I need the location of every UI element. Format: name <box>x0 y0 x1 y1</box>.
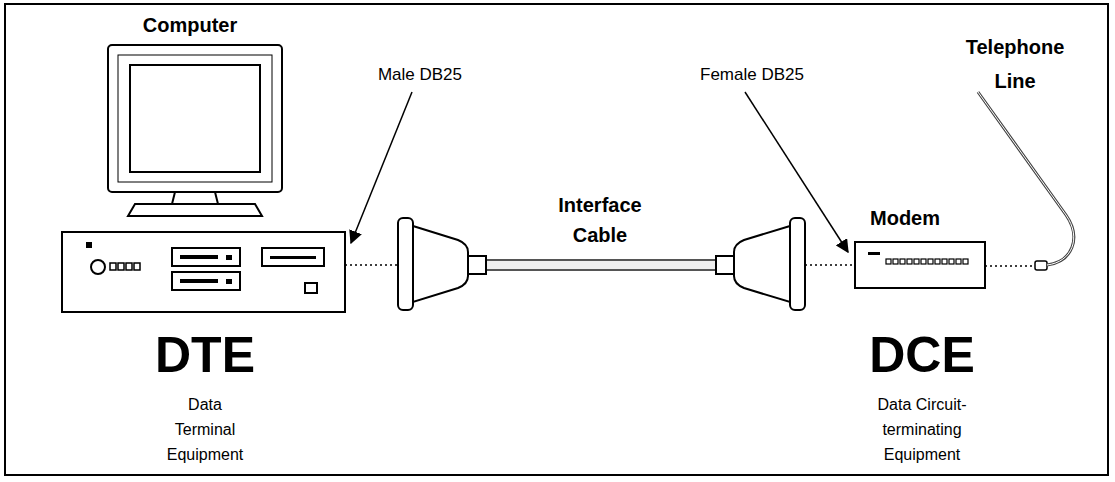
device-class-description: Data Circuit-terminating Equipment <box>842 392 1002 467</box>
device-class: DTE <box>125 326 285 384</box>
modem-drawing <box>855 242 985 288</box>
leader-arrow <box>351 92 412 243</box>
cable-label: Interface Cable <box>545 190 655 250</box>
computer-node: Computer <box>62 8 345 312</box>
frame-border <box>5 4 1108 475</box>
telephone-wire <box>978 92 1074 270</box>
modem-label: Modem <box>855 205 955 231</box>
device-class-description: Data Terminal Equipment <box>160 392 250 467</box>
computer-case <box>62 232 345 312</box>
monitor-drawing <box>108 45 282 216</box>
leader-arrow <box>745 92 848 252</box>
device-class: DCE <box>842 326 1002 384</box>
cable-connector <box>345 264 855 266</box>
modem-node: Modem <box>855 205 985 288</box>
line-callout: Telephone Line <box>955 30 1075 98</box>
computer-label: Computer <box>80 12 300 38</box>
connector-callout: Male DB25 <box>350 64 490 86</box>
connector-callout: Female DB25 <box>677 64 827 86</box>
